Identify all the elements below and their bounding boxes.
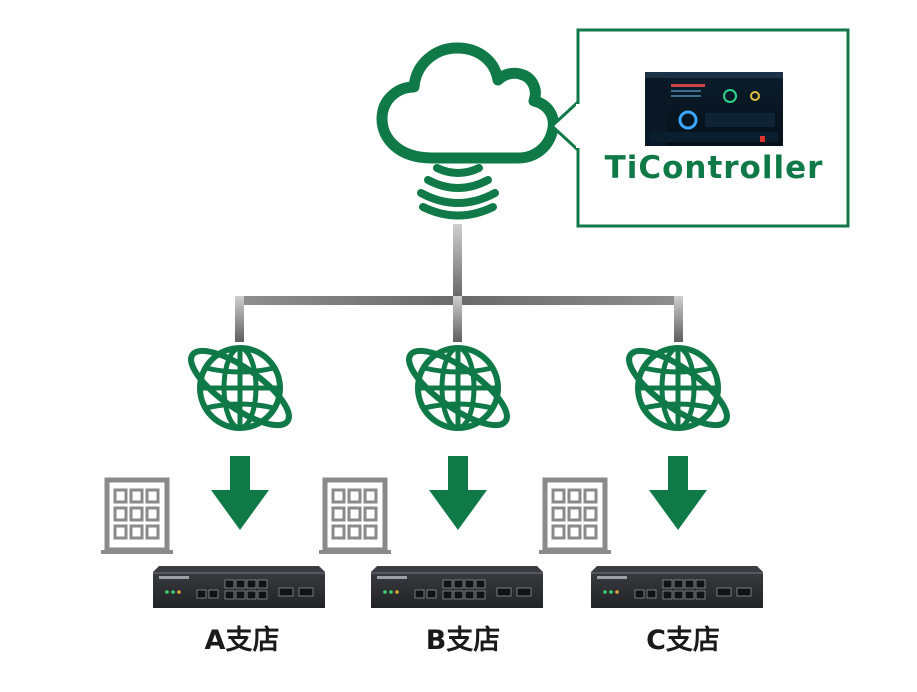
branch-a [101,345,325,608]
globe-icon [188,345,292,431]
cloud-icon [376,42,559,164]
branch-a-label: A支店 [204,625,280,656]
branch-b-label: B支店 [425,625,501,656]
arrow-down-icon [649,456,707,530]
branch-b [319,345,543,608]
office-building-icon [539,477,611,554]
office-building-icon [319,477,391,554]
branch-c [539,345,763,608]
branch-groups [101,345,763,608]
office-building-icon [101,477,173,554]
network-router-device [591,566,763,608]
branch-c-label: C支店 [646,625,720,656]
dashboard-screenshot [645,72,783,146]
connector-lines [235,224,683,342]
network-router-device [153,566,325,608]
network-router-device [371,566,543,608]
arrow-down-icon [211,456,269,530]
globe-icon [626,345,730,431]
globe-icon [406,345,510,431]
controller-label: TiController [604,150,824,186]
wireless-signal-icon [417,164,499,220]
arrow-down-icon [429,456,487,530]
